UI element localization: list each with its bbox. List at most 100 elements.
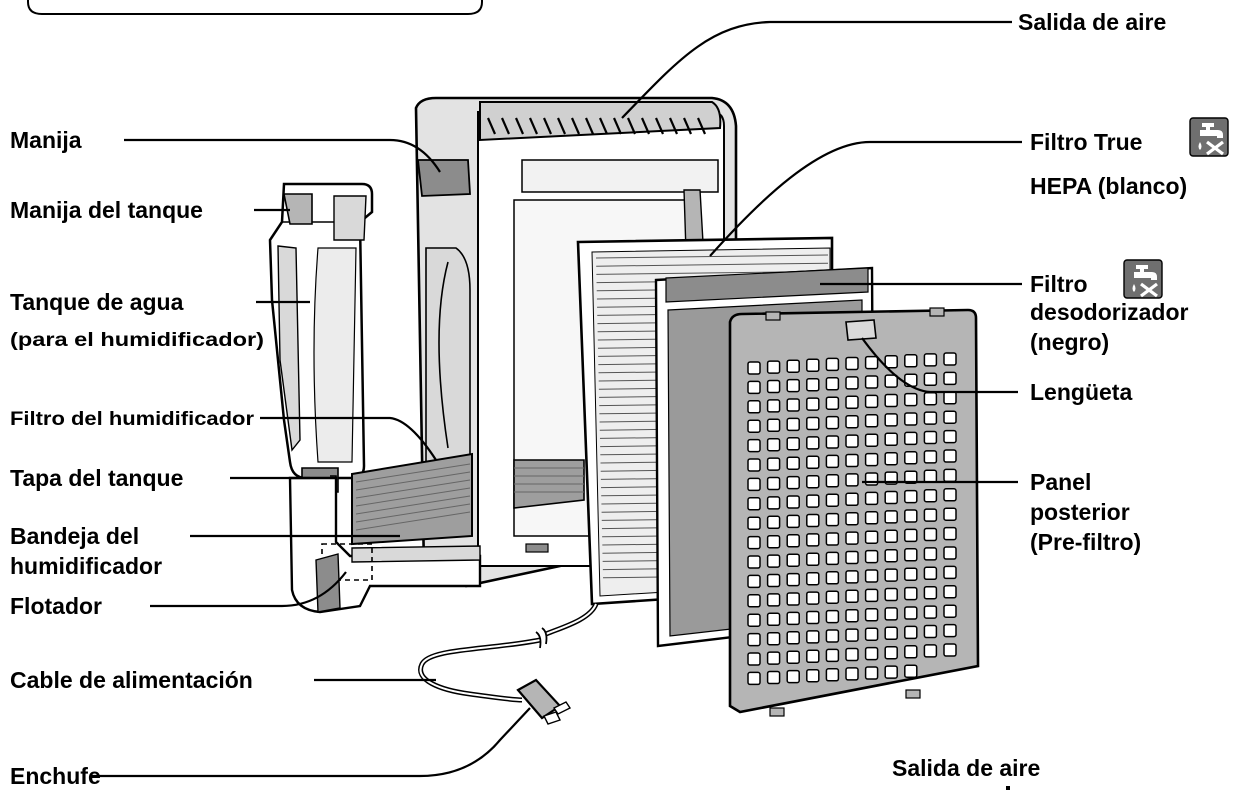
panel-hole [786,495,800,509]
panel-hole [825,474,840,488]
panel-hole [786,378,800,393]
panel-hole [904,606,918,620]
panel-hole [806,668,820,683]
panel-hole [766,515,781,530]
panel-hole [766,554,781,568]
panel-hole [825,454,840,469]
leader-lines [90,20,1022,778]
panel-hole [864,452,879,467]
panel-hole [786,514,800,529]
panel-hole [904,664,918,678]
panel-hole [806,474,820,489]
panel-hole [845,647,859,662]
panel-hole [747,497,761,511]
panel-hole [825,551,840,566]
panel-hole [904,509,918,523]
panel-hole [923,585,938,600]
panel-hole [943,352,957,366]
panel-hole [766,534,781,549]
label-lengueta: Lengüeta [1030,379,1132,405]
panel-hole [806,377,820,392]
label-desod-2: desodorizador [1030,299,1189,325]
panel-hole [747,400,761,414]
leader-salida-aire [621,20,1012,119]
panel-hole [923,508,938,522]
humidifier-tray [288,452,585,614]
label-hepa-1: Filtro True [1030,129,1142,155]
panel-hole [806,416,820,431]
panel-hole [825,629,840,643]
panel-hole [747,594,761,608]
panel-hole [864,355,879,370]
panel-hole [923,605,938,619]
panel-hole [943,507,957,521]
panel-hole [747,613,761,627]
panel-hole [845,550,859,565]
panel-hole [766,418,781,433]
panel-hole [747,438,761,453]
panel-hole [864,627,879,641]
panel-hole [806,455,820,470]
panel-hole [825,648,840,663]
panel-hole [923,566,938,581]
panel-hole [786,437,800,451]
panel-hole [923,450,938,464]
label-bandeja-2: humidificador [10,553,162,579]
panel-hole [845,589,859,604]
panel-hole [864,646,879,661]
panel-hole [904,586,918,601]
panel-hole [904,470,918,484]
panel-hole [786,534,800,548]
panel-hole [864,511,879,525]
panel-hole [864,375,879,389]
panel-hole [845,414,859,429]
panel-hole [923,372,938,387]
panel-hole [747,671,761,686]
panel-hole [766,496,781,510]
panel-hole [747,652,761,666]
water-tank [268,182,374,493]
panel-hole [845,356,859,371]
panel-hole [786,553,800,567]
panel-hole [786,669,800,684]
panel-hole [923,624,938,639]
panel-hole [786,417,800,432]
panel-hole [747,535,761,550]
panel-hole [766,437,781,452]
panel-hole [845,667,859,681]
panel-hole [904,625,918,640]
panel-hole [904,567,918,581]
panel-hole [747,458,761,472]
panel-hole [806,591,820,605]
panel-hole [943,391,957,405]
label-hepa-2: HEPA (blanco) [1030,173,1187,199]
panel-hole [766,476,781,491]
panel-hole [806,649,820,664]
panel-hole [943,604,957,618]
panel-hole [864,433,879,447]
panel-hole [884,568,898,582]
labels: Salida de aire Manija Manija del tanque … [10,9,1189,790]
panel-hole [884,354,898,369]
label-bandeja-1: Bandeja del [10,523,139,549]
panel-hole [884,529,898,544]
leader-hepa [709,140,1022,257]
panel-hole [864,472,879,486]
label-desod-1: Filtro [1030,271,1088,297]
panel-hole [864,569,879,583]
panel-hole [766,360,781,374]
panel-hole [904,489,918,504]
panel-hole [923,353,938,367]
panel-hole [825,396,840,410]
panel-hole [864,608,879,622]
panel-hole [943,526,957,541]
panel-hole [766,379,781,394]
panel-hole [786,475,800,490]
panel-hole [806,610,820,625]
panel-hole [806,397,820,411]
frame-fragment [27,0,483,15]
panel-hole [904,431,918,446]
panel-hole [766,670,781,685]
panel-hole [806,513,820,528]
label-enchufe: Enchufe [10,763,101,789]
